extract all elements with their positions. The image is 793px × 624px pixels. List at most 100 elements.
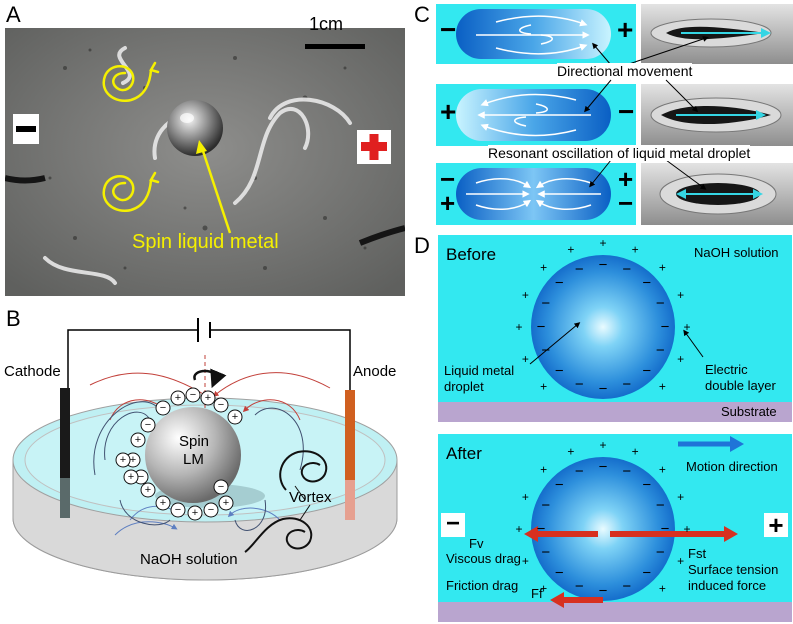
spin-lm-sphere bbox=[145, 407, 241, 503]
charge-circle bbox=[170, 390, 186, 406]
photo-background bbox=[5, 28, 405, 296]
panel-a-photo bbox=[5, 28, 405, 296]
charge-circle bbox=[140, 482, 156, 498]
inner-minus-charge: − bbox=[575, 376, 584, 393]
charge-sign: + bbox=[175, 392, 181, 404]
inner-minus-charge: − bbox=[555, 362, 564, 379]
motion-direction-label: Motion direction bbox=[686, 459, 778, 474]
charge-circle bbox=[123, 469, 139, 485]
charge-sign: + bbox=[120, 454, 126, 466]
outer-plus-charge: + bbox=[677, 352, 684, 366]
directional-pointer-4 bbox=[665, 79, 699, 113]
fv-label: Fv bbox=[469, 536, 484, 551]
outer-plus-charge: + bbox=[522, 490, 529, 504]
before-naoh-label: NaOH solution bbox=[694, 245, 779, 260]
directional-movement-label: Directional movement bbox=[557, 63, 693, 79]
outer-plus-charge: + bbox=[522, 288, 529, 302]
after-plus-box: + bbox=[764, 512, 788, 538]
liquid-metal-sphere bbox=[167, 100, 223, 156]
left-wire bbox=[5, 175, 46, 184]
panel-c-schematic bbox=[436, 4, 793, 225]
inner-minus-charge: − bbox=[599, 381, 608, 398]
row1-droplet bbox=[456, 9, 611, 59]
charge-circle bbox=[187, 505, 203, 521]
spin-lm-label-line2: LM bbox=[183, 451, 204, 468]
inner-minus-charge: − bbox=[575, 261, 584, 278]
after-title: After bbox=[446, 444, 482, 463]
inner-minus-charge: − bbox=[555, 275, 564, 292]
surface-tension-label-line1: Surface tension bbox=[688, 562, 779, 577]
charge-circle bbox=[140, 417, 156, 433]
before-edl-pointer bbox=[683, 329, 704, 358]
viscous-drag-arrowhead bbox=[524, 526, 538, 542]
directional-pointer-3 bbox=[584, 79, 612, 113]
inner-minus-charge: − bbox=[661, 521, 670, 538]
anode-label: Anode bbox=[353, 363, 397, 380]
charge-circle bbox=[115, 452, 131, 468]
charge-sign: + bbox=[160, 497, 166, 509]
inner-minus-charge: − bbox=[661, 319, 670, 336]
outer-plus-charge: + bbox=[515, 320, 522, 334]
outer-plus-charge: + bbox=[659, 379, 666, 393]
charge-sign: − bbox=[175, 504, 181, 516]
outer-plus-charge: + bbox=[599, 236, 606, 250]
scale-label: 1cm bbox=[309, 14, 344, 34]
inner-minus-charge: − bbox=[575, 463, 584, 480]
row2-left-sign: + bbox=[440, 96, 457, 127]
scale-bar bbox=[305, 44, 365, 49]
outer-plus-charge: + bbox=[567, 444, 574, 458]
outer-plus-charge: + bbox=[683, 320, 690, 334]
charge-circle bbox=[213, 479, 229, 495]
droplet-label-line2: droplet bbox=[444, 379, 484, 394]
before-droplet-pointer bbox=[529, 322, 581, 365]
caption-spin-liquid-metal: Spin liquid metal bbox=[132, 231, 279, 253]
charge-sign: − bbox=[208, 504, 214, 516]
row3-flow bbox=[466, 178, 601, 210]
inner-minus-charge: − bbox=[599, 583, 608, 600]
outer-plus-charge: + bbox=[522, 554, 529, 568]
charge-circle bbox=[218, 495, 234, 511]
inner-minus-charge: − bbox=[537, 521, 546, 538]
vortex-spirals bbox=[244, 450, 328, 553]
charge-sign: − bbox=[138, 471, 144, 483]
charge-circle bbox=[155, 495, 171, 511]
sphere-highlight bbox=[180, 113, 194, 123]
substrate-label-before: Substrate bbox=[721, 404, 777, 419]
charge-sign: − bbox=[218, 481, 224, 493]
minus-bar bbox=[16, 126, 36, 132]
vortex-pointer-1 bbox=[294, 485, 306, 501]
inner-minus-charge: − bbox=[599, 459, 608, 476]
row1-left-sign: − bbox=[440, 14, 457, 45]
row2-right-sign: − bbox=[618, 96, 635, 127]
outer-plus-charge: + bbox=[683, 522, 690, 536]
before-droplet bbox=[531, 255, 675, 399]
charge-sign: + bbox=[145, 484, 151, 496]
naoh-solution-label-b: NaOH solution bbox=[140, 551, 238, 568]
charge-circle bbox=[213, 397, 229, 413]
resonant-pointer-2 bbox=[665, 159, 707, 190]
before-title: Before bbox=[446, 245, 497, 264]
inner-minus-charge: − bbox=[642, 564, 651, 581]
cathode-submerged bbox=[60, 478, 70, 518]
circuit-wire-right bbox=[210, 329, 351, 390]
charge-circle bbox=[130, 432, 146, 448]
outer-plus-charge: + bbox=[659, 581, 666, 595]
inner-minus-charge: − bbox=[575, 578, 584, 595]
charge-circles: +−+−−−++−++−+−++−++ bbox=[115, 387, 243, 521]
friction-drag-arrowhead bbox=[550, 592, 564, 608]
outer-plus-charge: + bbox=[567, 242, 574, 256]
fst-label: Fst bbox=[688, 546, 707, 561]
resonant-pointer-1 bbox=[589, 159, 612, 188]
charge-sign: + bbox=[128, 471, 134, 483]
row3-left-sign-bottom: + bbox=[440, 188, 456, 218]
row3-droplet bbox=[456, 168, 611, 220]
droplet-label-line1: Liquid metal bbox=[444, 363, 515, 378]
outer-plus-charge: + bbox=[540, 463, 547, 477]
right-wire bbox=[358, 225, 405, 246]
charge-circle bbox=[200, 390, 216, 406]
row3-left-sign-top: − bbox=[440, 164, 456, 194]
charge-circle bbox=[185, 387, 201, 403]
outer-plus-charge: + bbox=[677, 554, 684, 568]
charge-circle bbox=[203, 502, 219, 518]
edl-label-line2: double layer bbox=[705, 378, 776, 393]
